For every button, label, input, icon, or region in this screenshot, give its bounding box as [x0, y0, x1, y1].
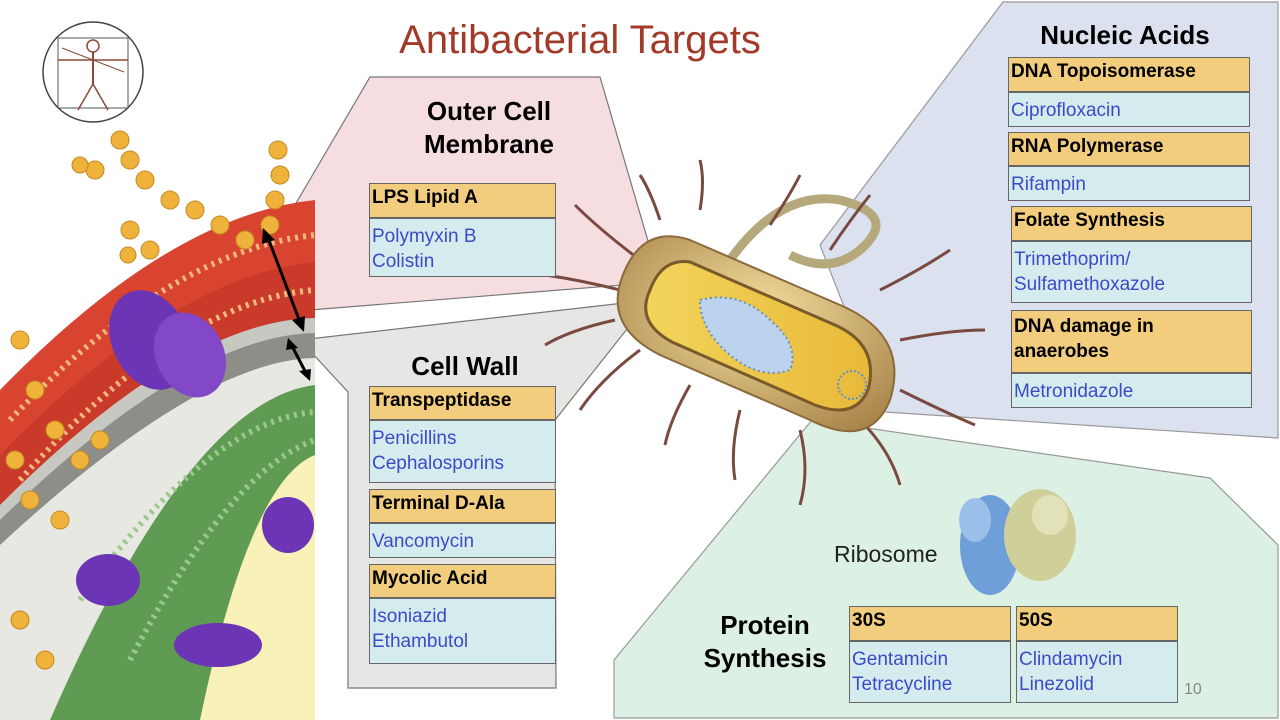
- bacterium: [544, 159, 986, 506]
- drug-linezolid: Linezolid: [1019, 674, 1094, 695]
- drug-colistin: Colistin: [372, 251, 435, 272]
- vitruvian-logo: [42, 21, 144, 123]
- target-rna-polymerase: RNA Polymerase: [1008, 132, 1250, 166]
- protein-synthesis-heading-line1: Protein: [720, 610, 810, 640]
- drug-sulfamethoxazole: Sulfamethoxazole: [1014, 274, 1166, 295]
- drug-clindamycin: Clindamycin: [1019, 649, 1123, 670]
- drug-metronidazole: Metronidazole: [1014, 381, 1134, 402]
- ribosome-label: Ribosome: [834, 541, 938, 567]
- drugs-50s: Clindamycin Linezolid: [1016, 641, 1178, 703]
- drugs-lps-lipid-a: Polymyxin B Colistin: [369, 218, 556, 277]
- target-50s: 50S: [1016, 606, 1178, 641]
- target-dna-topoisomerase: DNA Topoisomerase: [1008, 57, 1250, 92]
- drug-trimethoprim: Trimethoprim/: [1014, 249, 1131, 270]
- outer-membrane-heading-line2: Membrane: [423, 129, 555, 159]
- outer-membrane-heading-line1: Outer Cell: [426, 96, 552, 126]
- target-folate-synthesis: Folate Synthesis: [1011, 206, 1252, 241]
- nucleic-acids-heading: Nucleic Acids: [1040, 20, 1210, 50]
- target-dna-damage-anaerobes: DNA damage in anaerobes: [1011, 310, 1252, 373]
- drugs-terminal-d-ala: Vancomycin: [369, 523, 556, 558]
- drugs-rna-polymerase: Rifampin: [1008, 166, 1250, 201]
- drug-polymyxin-b: Polymyxin B: [372, 226, 477, 247]
- drug-isoniazid: Isoniazid: [372, 606, 447, 627]
- target-lps-lipid-a: LPS Lipid A: [369, 183, 556, 218]
- drugs-transpeptidase: Penicillins Cephalosporins: [369, 420, 556, 483]
- target-30s: 30S: [849, 606, 1011, 641]
- drugs-mycolic-acid: Isoniazid Ethambutol: [369, 598, 556, 664]
- drugs-folate-synthesis: Trimethoprim/ Sulfamethoxazole: [1011, 241, 1252, 303]
- drug-cephalosporins: Cephalosporins: [372, 453, 505, 474]
- page-number: 10: [1184, 681, 1202, 698]
- drug-tetracycline: Tetracycline: [852, 674, 953, 695]
- ribosome-image: [959, 489, 1076, 595]
- protein-synthesis-heading-line2: Synthesis: [703, 643, 827, 673]
- drugs-dna-damage-anaerobes: Metronidazole: [1011, 373, 1252, 408]
- drug-penicillins: Penicillins: [372, 428, 457, 449]
- drug-gentamicin: Gentamicin: [852, 649, 949, 670]
- target-transpeptidase: Transpeptidase: [369, 386, 556, 420]
- membrane-arrows: [262, 228, 311, 381]
- drug-rifampin: Rifampin: [1011, 174, 1086, 195]
- cell-wall-heading: Cell Wall: [411, 351, 519, 381]
- protein-synthesis-heading: Protein Synthesis: [690, 609, 840, 675]
- target-mycolic-acid: Mycolic Acid: [369, 564, 556, 598]
- outer-membrane-heading: Outer Cell Membrane: [400, 95, 578, 161]
- lps-chains: [5, 130, 290, 670]
- drugs-30s: Gentamicin Tetracycline: [849, 641, 1011, 703]
- membrane-cross-section: [0, 200, 317, 720]
- slide-title: Antibacterial Targets: [399, 18, 761, 62]
- target-terminal-d-ala: Terminal D-Ala: [369, 489, 556, 523]
- drug-ciprofloxacin: Ciprofloxacin: [1011, 100, 1121, 121]
- drugs-dna-topoisomerase: Ciprofloxacin: [1008, 92, 1250, 127]
- drug-vancomycin: Vancomycin: [372, 531, 475, 552]
- drug-ethambutol: Ethambutol: [372, 631, 469, 652]
